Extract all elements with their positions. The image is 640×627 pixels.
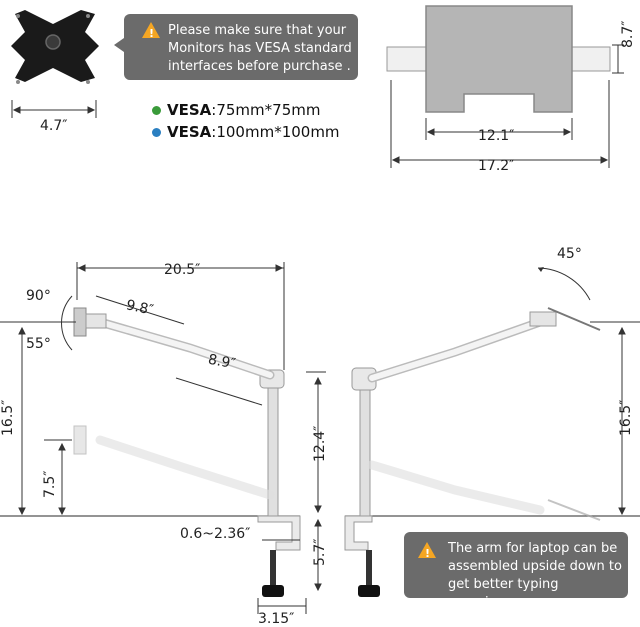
vesa-spec-75: VESA:75mm*75mm [152,101,320,119]
vesa-warning-callout: ! Please make sure that your Monitors ha… [124,14,358,80]
callout-pointer [114,38,124,52]
right-arm-assembly [344,267,601,597]
green-dot-icon [152,106,161,115]
lower-mount-height-label: 7.5″ [42,470,58,499]
laptop-tilt-label: 45° [557,246,582,262]
vesa-warning-text: Please make sure that your Monitors has … [168,23,352,74]
warning-icon: ! [142,22,160,40]
pole-height-label: 12.4″ [312,425,328,462]
tray-inner-width-label: 12.1″ [478,128,515,144]
left-dimensions [0,262,326,614]
clamp-range-label: 0.6~2.36″ [180,526,251,542]
plate-width-dimension [11,100,97,118]
blue-dot-icon [152,128,161,137]
left-height-label: 16.5″ [0,399,16,436]
tilt-up-label: 90° [26,288,51,304]
vesa-spec-100: VESA:100mm*100mm [152,123,340,141]
warning-icon: ! [418,542,436,560]
clamp-height-label: 5.7″ [312,538,328,567]
clamp-width-label: 3.15″ [258,611,295,627]
plate-width-label: 4.7″ [40,118,68,134]
tray-height-label: 8.7″ [620,20,636,49]
right-height-label: 16.5″ [618,399,634,436]
arm-reach-label: 20.5″ [164,262,201,278]
tilt-down-label: 55° [26,336,51,352]
tray-outer-width-label: 17.2″ [478,158,515,174]
laptop-tray-illustration [386,5,611,113]
right-dimensions [590,321,640,516]
left-arm-assembly [61,295,301,597]
vesa-plate-illustration [11,10,99,84]
laptop-tip-text: The arm for laptop can be assembled upsi… [448,541,622,610]
tray-dimensions [390,44,624,168]
laptop-tip-callout: ! The arm for laptop can be assembled up… [404,532,628,610]
